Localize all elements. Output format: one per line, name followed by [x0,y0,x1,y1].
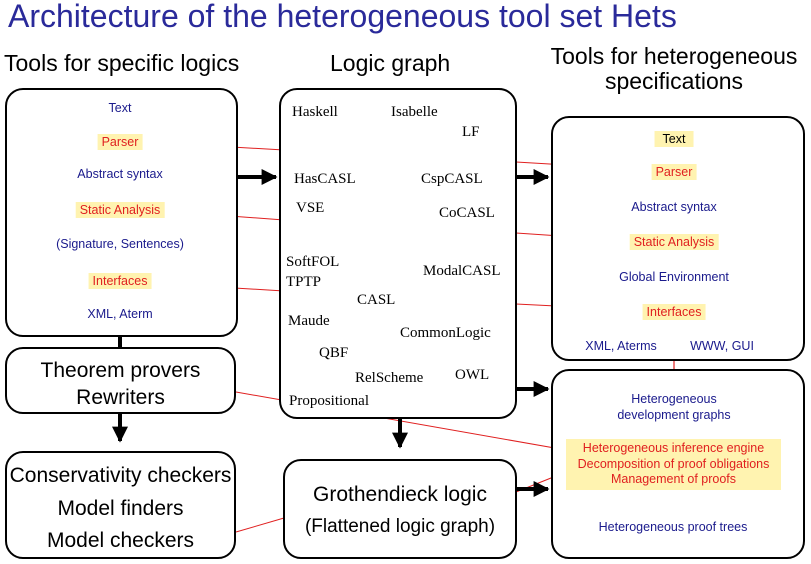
header-heterogeneous: Tools for heterogeneous specifications [544,43,804,95]
grothendieck-box [283,459,517,559]
right-xml-aterms: XML, Aterms [585,339,657,353]
logic-hascasl: HasCASL [294,171,356,187]
theorem-provers-box [5,347,236,414]
model-finders-label: Model finders [57,496,184,520]
left-xml: XML, Aterm [87,307,153,321]
link-checkers-grothendieck [235,517,285,533]
right-www-gui: WWW, GUI [690,339,754,353]
rewriters-label: Rewriters [76,386,165,410]
logic-propositional: Propositional [289,393,370,409]
proof-trees-label: Heterogeneous proof trees [598,520,748,534]
right-interfaces: Interfaces [642,304,706,320]
right-global-environment: Global Environment [619,270,729,284]
left-interfaces: Interfaces [88,273,152,289]
logic-modalcasl: ModalCASL [423,263,501,279]
logic-maude: Maude [288,313,330,329]
logic-commonlogic: CommonLogic [400,325,491,341]
header-heterogeneous-line2: specifications [604,68,744,95]
logic-isabelle: Isabelle [391,104,438,120]
theorem-provers-text: Theorem provers Rewriters [5,357,236,412]
dev-graphs-label: Heterogeneous development graphs [617,392,730,423]
right-text: Text [654,131,694,147]
dev-graphs-line1: Heterogeneous [631,392,717,406]
page-title: Architecture of the heterogeneous tool s… [8,0,677,34]
checkers-text: Conservativity checkers Model finders Mo… [5,460,236,558]
flattened-graph-label: (Flattened logic graph) [304,515,496,537]
logic-cspcasl: CspCASL [421,171,483,187]
left-signature: (Signature, Sentences) [56,237,184,251]
logic-cocasl: CoCASL [439,205,495,221]
logic-qbf: QBF [319,345,349,361]
left-parser: Parser [97,134,143,150]
decomposition-label: Decomposition of proof obligations [577,456,770,471]
logic-casl: CASL [357,292,396,308]
model-checkers-label: Model checkers [46,529,195,553]
logic-softfol: SoftFOL [286,254,340,270]
right-abstract-syntax: Abstract syntax [631,200,717,214]
conservativity-checkers-label: Conservativity checkers [9,464,232,487]
inference-engine-block: Heterogeneous inference engine Decomposi… [566,439,781,490]
left-text: Text [108,101,132,115]
grothendieck-text: Grothendieck logic (Flattened logic grap… [283,479,517,541]
checkers-box [5,451,236,559]
theorem-provers-label: Theorem provers [40,359,201,382]
logic-vse: VSE [296,200,325,216]
header-heterogeneous-line1: Tools for heterogeneous [550,43,798,69]
inference-engine-label: Heterogeneous inference engine [582,441,765,455]
logic-relscheme: RelScheme [355,370,424,386]
header-specific-logics: Tools for specific logics [4,50,240,76]
left-abstract-syntax: Abstract syntax [77,167,163,181]
logic-owl: OWL [455,367,490,383]
logic-lf: LF [462,124,480,140]
left-static-analysis: Static Analysis [75,202,165,218]
logic-graph-box [279,88,517,419]
right-static-analysis: Static Analysis [629,234,719,250]
grothendieck-label: Grothendieck logic [313,483,487,506]
management-label: Management of proofs [610,472,737,487]
header-logic-graph: Logic graph [330,50,451,76]
right-parser: Parser [651,164,697,180]
logic-haskell: Haskell [292,104,338,120]
logic-tptp: TPTP [286,274,322,290]
dev-graphs-line2: development graphs [617,407,731,422]
